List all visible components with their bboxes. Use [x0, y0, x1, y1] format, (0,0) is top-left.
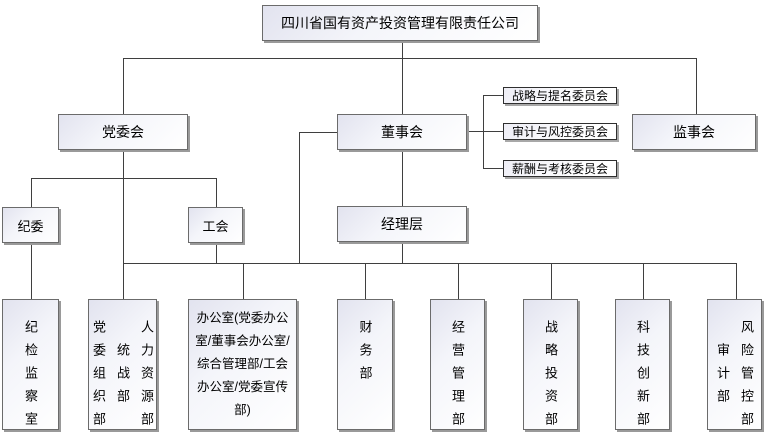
audit-risk-committee-label: 审计与风控委员会: [511, 125, 608, 139]
connector-committee-stub-1: [483, 95, 503, 96]
org-node-root: 四川省国有资产投资管理有限责任公司: [262, 5, 538, 41]
org-node-labor-union: 工会: [188, 207, 243, 243]
connector-committee-spine: [483, 95, 484, 168]
connector-bus-to-party: [123, 58, 124, 114]
connector-board-left-down: [299, 132, 300, 263]
dept-columns: 党委组织部 统战部 人力资源部: [90, 320, 155, 433]
dept-column-label: 审计部: [715, 343, 730, 412]
connector-drop-finance: [365, 263, 366, 299]
dept-columns: 科技创新部: [634, 320, 651, 433]
connector-drop-office: [243, 263, 244, 299]
connector-union-to-bus: [216, 243, 217, 263]
dept-column-label: 党委组织部: [91, 320, 106, 433]
connector-board-right-stub: [467, 131, 503, 132]
dept-column-label: 科技创新部: [635, 320, 650, 433]
org-node-root-label: 四川省国有资产投资管理有限责任公司: [281, 15, 519, 31]
party-committee-label: 党委会: [102, 124, 144, 140]
dept-column-label: 战略投资部: [543, 320, 558, 433]
dept-column-label: 经营管理部: [450, 320, 465, 433]
dept-office-label: 办公室(党委办公室/董事会办公室/综合管理部/工会办公室/党委宣传部): [195, 311, 290, 417]
dept-columns: 审计部 风险管控部: [714, 320, 755, 433]
dept-columns: 财务部: [357, 320, 374, 389]
dept-column-label: 统战部: [115, 343, 130, 412]
dept-columns: 经营管理部: [449, 320, 466, 433]
dept-column-label: 风险管控部: [739, 320, 754, 433]
labor-union-label: 工会: [202, 218, 229, 234]
connector-drop-operations: [458, 263, 459, 299]
connector-drop-strategy: [551, 263, 552, 299]
connector-board-left-stub: [299, 132, 337, 133]
org-node-audit-risk-committee: 审计与风控委员会: [503, 123, 617, 140]
connector-root-to-board: [402, 41, 403, 114]
connector-board-to-management: [402, 150, 403, 206]
org-node-board-of-directors: 董事会: [337, 114, 467, 150]
org-node-dept-discipline-inspection: 纪检监察室: [2, 299, 59, 433]
connector-committee-stub-3: [483, 168, 503, 169]
connector-party-sub-bus: [31, 178, 217, 179]
connector-drop-audit: [736, 263, 737, 299]
connector-drop-tech: [643, 263, 644, 299]
org-node-dept-audit-risk-control: 审计部 风险管控部: [707, 299, 762, 433]
org-node-compensation-assessment-committee: 薪酬与考核委员会: [503, 160, 617, 177]
dept-column-label: 纪检监察室: [23, 320, 38, 433]
board-of-directors-label: 董事会: [381, 124, 423, 140]
discipline-committee-label: 纪委: [17, 218, 44, 234]
connector-to-discipline: [31, 178, 32, 207]
org-node-strategy-nomination-committee: 战略与提名委员会: [503, 87, 617, 104]
org-node-party-committee: 党委会: [58, 114, 188, 150]
org-node-dept-tech-innovation: 科技创新部: [615, 299, 670, 433]
org-node-discipline-committee: 纪委: [2, 207, 59, 243]
connector-dept-bus: [123, 263, 736, 264]
dept-columns: 战略投资部: [542, 320, 559, 433]
strategy-nomination-committee-label: 战略与提名委员会: [511, 89, 608, 103]
org-node-dept-strategic-investment: 战略投资部: [523, 299, 578, 433]
org-node-dept-finance: 财务部: [337, 299, 393, 430]
management-layer-label: 经理层: [381, 216, 423, 232]
compensation-assessment-committee-label: 薪酬与考核委员会: [511, 162, 608, 176]
org-node-board-of-supervisors: 监事会: [632, 114, 756, 150]
dept-column-label: 人力资源部: [139, 320, 154, 433]
connector-bus-to-supervisors: [696, 58, 697, 114]
org-node-dept-party-org-united-front-hr: 党委组织部 统战部 人力资源部: [88, 299, 157, 433]
connector-party-down: [123, 150, 124, 299]
board-of-supervisors-label: 监事会: [673, 124, 715, 140]
org-node-dept-operations-management: 经营管理部: [430, 299, 485, 433]
connector-top-bus: [123, 58, 697, 59]
connector-discipline-to-office: [31, 243, 32, 299]
org-node-dept-general-office: 办公室(党委办公室/董事会办公室/综合管理部/工会办公室/党委宣传部): [188, 299, 297, 430]
dept-column-label: 财务部: [357, 320, 373, 389]
connector-management-to-bus: [402, 242, 403, 263]
dept-columns: 纪检监察室: [22, 320, 39, 433]
org-node-management-layer: 经理层: [337, 206, 467, 242]
connector-to-union: [216, 178, 217, 207]
